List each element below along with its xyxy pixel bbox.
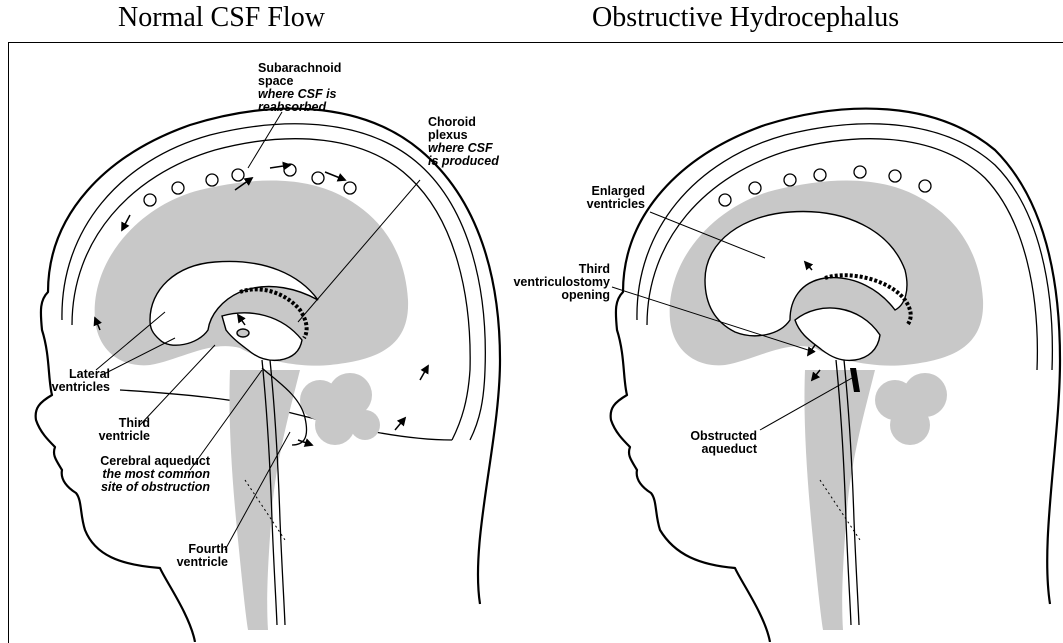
right-cerebellum	[875, 373, 947, 445]
label-lateral-ventricles: Lateral ventricles	[40, 368, 110, 394]
left-cerebellum	[300, 373, 380, 445]
label-third-ventricle: Third ventricle	[80, 417, 150, 443]
label-third-ventriculostomy-opening: Third ventriculostomy opening	[490, 263, 610, 302]
label-cerebral-aqueduct: Cerebral aqueduct the most common site o…	[60, 455, 210, 494]
label-enlarged-ventricles: Enlarged ventricles	[565, 185, 645, 211]
label-choroid-plexus: Choroid plexus where CSF is produced	[428, 116, 499, 168]
left-brainstem	[229, 370, 300, 630]
label-obstructed-aqueduct: Obstructed aqueduct	[672, 430, 757, 456]
label-subarachnoid-space: Subarachnoid space where CSF is reabsorb…	[258, 62, 341, 114]
label-fourth-ventricle: Fourth ventricle	[160, 543, 228, 569]
